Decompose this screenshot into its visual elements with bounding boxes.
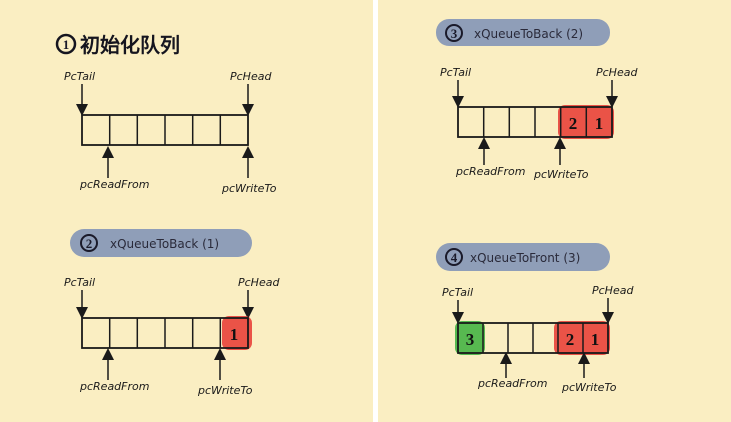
- tail-label: PcTail: [442, 286, 473, 299]
- write-label: pcWriteTo: [197, 384, 253, 397]
- title-3: 3 xQueueToBack (2): [436, 19, 610, 46]
- step-circle: [445, 24, 463, 42]
- tail-label: PcTail: [64, 276, 95, 289]
- step-circle: [80, 234, 98, 252]
- head-label: PcHead: [230, 70, 272, 83]
- step-number: 3: [451, 26, 458, 41]
- left-panel: [0, 0, 373, 422]
- write-label: pcWriteTo: [561, 381, 617, 394]
- queue-array: 1: [81, 316, 252, 350]
- queue-cell-value: 2: [566, 330, 575, 349]
- title-2: 2 xQueueToBack (1): [70, 229, 252, 257]
- diagram-title: xQueueToBack (1): [110, 237, 219, 251]
- write-label: pcWriteTo: [533, 168, 589, 181]
- read-label: pcReadFrom: [79, 380, 149, 393]
- read-label: pcReadFrom: [79, 178, 149, 191]
- read-label: pcReadFrom: [477, 377, 547, 390]
- head-label: PcHead: [596, 66, 638, 79]
- queue-cell-value: 1: [591, 330, 600, 349]
- queue-cell-value: 3: [466, 330, 475, 349]
- diagram-title: 初始化队列: [80, 33, 180, 57]
- right-panel: [378, 0, 731, 422]
- queue-cell-value: 1: [595, 114, 604, 133]
- step-number: 4: [451, 250, 458, 265]
- title-bar: [436, 243, 610, 271]
- tail-label: PcTail: [64, 70, 95, 83]
- queue-cell-value: 1: [230, 325, 239, 344]
- front-cell-highlight: [455, 321, 485, 355]
- head-label: PcHead: [238, 276, 280, 289]
- title-bar: [70, 229, 252, 257]
- title-bar: [436, 19, 610, 46]
- read-label: pcReadFrom: [455, 165, 525, 178]
- step-circle: [55, 33, 77, 55]
- filled-cell-highlight: [554, 321, 610, 355]
- title-4: 4 xQueueToFront (3): [436, 243, 610, 271]
- step-number: 2: [86, 236, 93, 251]
- queue-array: 2 1: [457, 105, 614, 139]
- diagram-2: 2 xQueueToBack (1) PcTail PcHead 1 pcRea…: [64, 229, 280, 397]
- step-circle: [445, 248, 463, 266]
- diagram-title: xQueueToBack (2): [474, 27, 583, 41]
- queue-array: 3 2 1: [455, 321, 610, 355]
- write-label: pcWriteTo: [221, 182, 277, 195]
- step-number: 1: [63, 37, 70, 52]
- queue-array: [81, 114, 249, 146]
- diagram-1: 1 初始化队列 PcTail PcHead pcReadFrom pcWrite…: [55, 33, 277, 195]
- tail-label: PcTail: [440, 66, 471, 79]
- diagram-title: xQueueToFront (3): [470, 251, 580, 265]
- title-1: 1 初始化队列: [55, 33, 180, 57]
- diagram-4: 4 xQueueToFront (3) PcTail PcHead 3 2 1: [436, 243, 634, 394]
- queue-cell-value: 2: [569, 114, 578, 133]
- head-label: PcHead: [592, 284, 634, 297]
- diagram-3: 3 xQueueToBack (2) PcTail PcHead 2 1 pcR…: [436, 19, 638, 181]
- filled-cell-highlight: [222, 316, 252, 350]
